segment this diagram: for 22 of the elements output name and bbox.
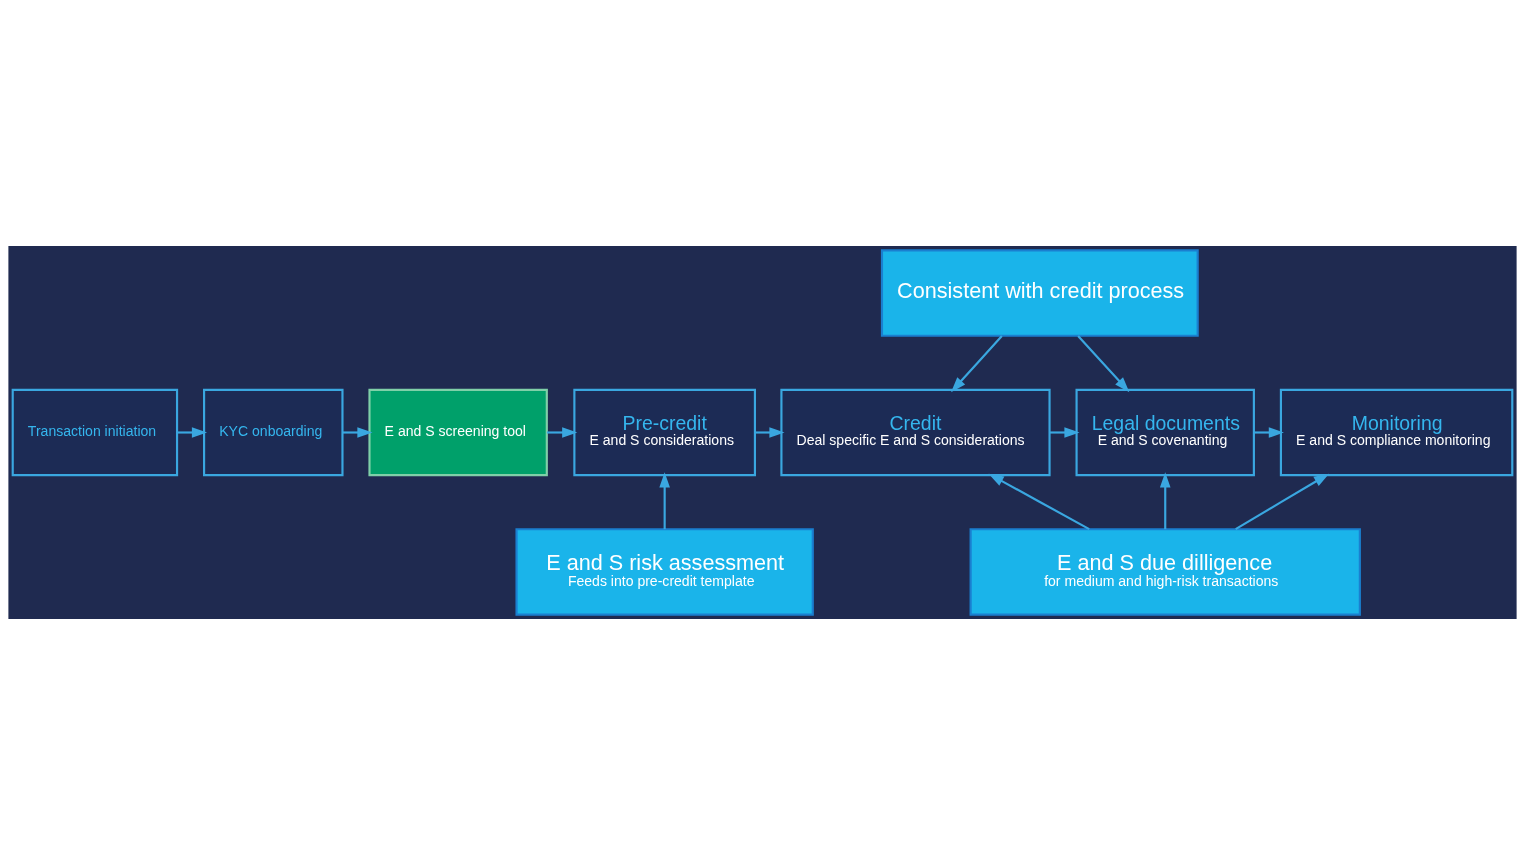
node-box: Consistent with credit process xyxy=(880,248,1199,337)
arrow xyxy=(755,426,785,438)
arrow xyxy=(951,334,1003,392)
arrow xyxy=(988,473,1090,530)
arrow xyxy=(1235,473,1330,530)
node-box: Monitoring E and S compliance monitoring xyxy=(1279,388,1514,476)
arrow xyxy=(1159,471,1171,529)
arrow xyxy=(1077,334,1130,392)
node-box: KYC onboarding xyxy=(203,388,344,476)
arrow xyxy=(1254,426,1284,438)
node-box: E and S risk assessment Feeds into pre-credit template xyxy=(515,527,814,616)
node-box: Credit Deal specific E and S considerations xyxy=(780,388,1051,476)
arrow xyxy=(177,426,208,438)
arrow xyxy=(342,426,373,438)
node-box: Pre-credit E and S considerations xyxy=(573,388,756,476)
arrow xyxy=(1049,426,1080,438)
arrow xyxy=(659,471,670,529)
arrow xyxy=(546,426,578,438)
node-box: E and S due dilligence for medium and high-risk transactions xyxy=(969,527,1361,616)
node-box: Legal documents E and S covenanting xyxy=(1075,388,1255,476)
node-box: E and S screening tool xyxy=(368,388,548,476)
node-box: Transaction initiation xyxy=(11,388,179,476)
